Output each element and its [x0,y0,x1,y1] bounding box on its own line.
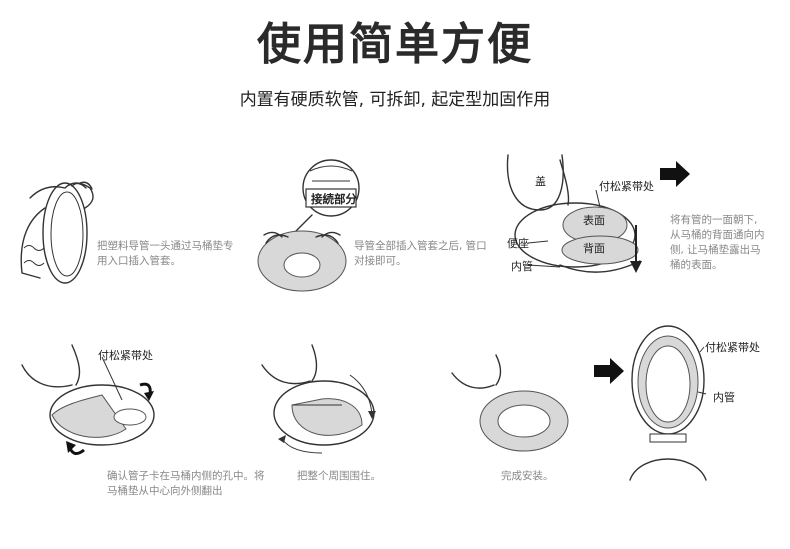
step3-label-lid: 盖 [535,173,546,189]
step4-label-band: 付松紧带处 [98,347,153,363]
step6-illustration [452,355,582,455]
step1-illustration [10,178,110,290]
page-subtitle: 内置有硬质软管, 可拆卸, 起定型加固作用 [0,85,790,110]
page-title: 使用简单方便 [0,8,790,72]
step2-callout-label: 接続部分 [311,191,357,207]
step3-arrow-icon [660,161,690,187]
step5-illustration [262,345,382,460]
step7-label-band: 付松紧带处 [705,339,760,355]
step3-label-back: 背面 [583,240,605,256]
step3-label-front: 表面 [583,212,605,228]
step3-label-seat: 便座 [507,235,529,251]
step2-illustration [252,153,362,288]
step3-label-band: 付松紧带处 [599,178,654,194]
step1-caption: 把塑料导管一头通过马桶垫专用入口插入管套。 [97,239,239,269]
step3-caption: 将有管的一面朝下, 从马桶的背面通向内侧, 让马桶垫露出马桶的表面。 [670,213,770,273]
step4-illustration [22,345,162,465]
step3-label-tube: 内管 [511,258,533,274]
step4-caption: 确认管子卡在马桶内侧的孔中。将马桶垫从中心向外侧翻出 [107,469,267,499]
step2-caption: 导管全部插入管套之后, 管口对接即可。 [354,239,496,269]
step5-caption: 把整个周围围住。 [297,469,417,484]
step6-caption: 完成安装。 [501,469,581,484]
step7-label-tube: 内管 [713,389,735,405]
